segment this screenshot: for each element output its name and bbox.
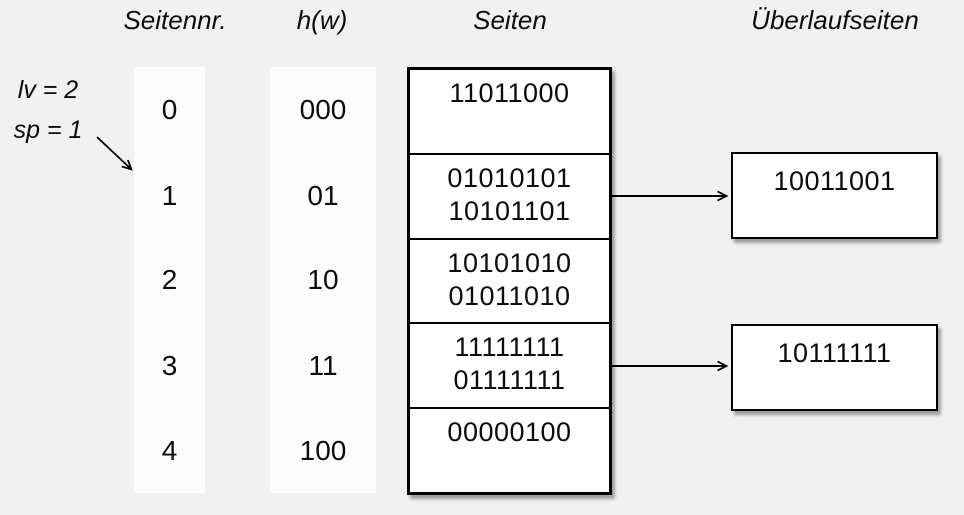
page-entry: 11111111 <box>454 332 565 363</box>
annotation-sp: sp = 1 <box>13 116 83 144</box>
annotation-lv: lv = 2 <box>17 76 79 104</box>
page-entry: 01111111 <box>453 365 566 396</box>
overflow-entry: 10111111 <box>777 338 892 368</box>
hash-value-2: 10 <box>307 264 339 295</box>
page-entry: 10101101 <box>448 195 571 226</box>
overflow-page-row3: 10111111 <box>731 324 938 411</box>
column-header-hash-function: h(w) <box>296 5 348 35</box>
page-entry: 10101010 <box>447 247 572 278</box>
page-number-2: 2 <box>161 264 178 295</box>
page-number-0: 0 <box>161 94 178 125</box>
page-cell-4: 00000100 <box>410 407 609 492</box>
hash-value-0: 000 <box>299 94 347 125</box>
seitennr-column-strip <box>134 67 205 493</box>
pages-box: 11011000 01010101 10101101 10101010 0101… <box>407 67 612 495</box>
overflow-page-row1: 10011001 <box>731 152 938 239</box>
column-header-seiten: Seiten <box>473 5 547 35</box>
hash-value-1: 01 <box>307 180 339 211</box>
page-entry: 01011010 <box>448 280 571 311</box>
page-number-4: 4 <box>161 435 178 466</box>
page-number-3: 3 <box>161 350 178 381</box>
column-header-ueberlaufseiten: Überlaufseiten <box>751 5 919 35</box>
page-cell-2: 10101010 01011010 <box>410 237 609 323</box>
hash-value-4: 100 <box>299 435 347 466</box>
page-entry: 01010101 <box>447 162 572 193</box>
hash-column-strip <box>270 67 376 493</box>
overflow-entry: 10011001 <box>773 166 896 196</box>
page-cell-0: 11011000 <box>410 70 609 153</box>
column-header-seitennr: Seitennr. <box>123 5 227 35</box>
state-annotation: lv = 2 sp = 1 <box>2 70 94 150</box>
page-cell-1: 01010101 10101101 <box>410 152 609 238</box>
page-entry: 11011000 <box>449 78 570 108</box>
page-entry: 00000100 <box>447 417 572 448</box>
page-number-1: 1 <box>161 180 178 211</box>
hash-value-3: 11 <box>308 350 338 381</box>
annotation-arrow-icon <box>96 136 131 169</box>
page-cell-3: 11111111 01111111 <box>410 322 609 407</box>
